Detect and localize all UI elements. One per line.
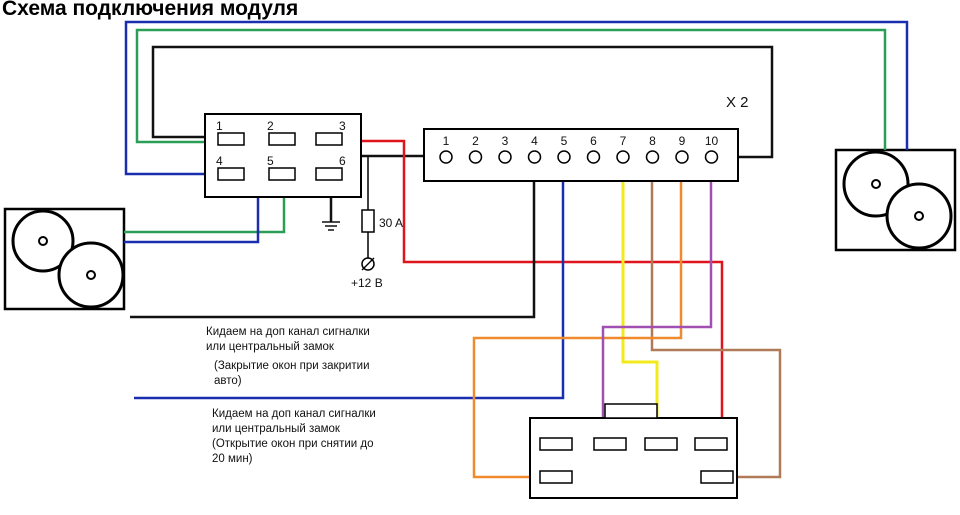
orange-wire	[472, 157, 683, 479]
black-top-loop-wire	[151, 45, 774, 159]
relay-pin-label: 1	[216, 119, 223, 133]
green-top-wire	[135, 28, 887, 150]
module-contact	[694, 437, 728, 451]
x2-pin-5	[557, 150, 571, 164]
relay-pin-label: 5	[267, 154, 274, 168]
fuse-symbol	[361, 209, 375, 233]
black-x2-pin4-wire	[130, 157, 536, 319]
x2-pin-label: 9	[679, 134, 686, 148]
red-wire	[342, 139, 724, 438]
module-contact	[539, 437, 573, 451]
note-close-line: авто)	[214, 375, 242, 387]
x2-pin-label: 6	[590, 134, 597, 148]
relay-block: 1 2 3 4 5 6	[204, 113, 362, 198]
relay-contact-1	[217, 132, 245, 146]
x2-connector: X 2 1 2 3 4 5 6 7 8 9 10	[423, 94, 749, 182]
x2-pin-3	[498, 150, 512, 164]
relay-contact-5	[268, 167, 296, 181]
x2-pin-1	[439, 150, 453, 164]
fuse-label: 30 A	[379, 216, 403, 230]
x2-pin-9	[675, 150, 689, 164]
left-window-motor	[3, 207, 126, 311]
note-close-windows: Кидаем на доп канал сигналки или централ…	[206, 326, 370, 387]
relay-pin-label: 6	[339, 154, 346, 168]
window-switch-module	[529, 403, 738, 499]
note-open-line: 20 мин)	[212, 453, 253, 465]
power-label: +12 B	[351, 276, 383, 290]
relay-contact-3	[315, 132, 343, 146]
note-open-line: (Открытие окон при снятии до	[212, 438, 374, 450]
note-open-windows: Кидаем на доп канал сигналки или централ…	[212, 408, 376, 465]
yellow-wire	[621, 157, 659, 438]
x2-pin-7	[616, 150, 630, 164]
module-contact	[700, 470, 734, 484]
x2-pin-10	[704, 150, 719, 164]
purple-wire	[601, 157, 713, 438]
brown-wire	[650, 157, 782, 479]
relay-contact-2	[268, 132, 296, 146]
x2-pin-8	[645, 150, 660, 164]
module-contact	[539, 470, 573, 484]
right-window-motor	[834, 148, 957, 252]
x2-pin-6	[586, 150, 601, 164]
module-contact	[644, 437, 678, 451]
relay-contact-6	[315, 167, 343, 181]
relay-pin-label: 2	[267, 119, 274, 133]
relay-contact-4	[217, 167, 245, 181]
x2-pin-2	[468, 150, 483, 164]
module-contact	[593, 437, 627, 451]
x2-pin-label: 7	[620, 134, 627, 148]
blue-x2-pin5-wire	[134, 157, 565, 400]
relay-pin-label: 4	[216, 154, 223, 168]
blue-top-wire	[124, 20, 909, 176]
relay-pin-label: 3	[339, 119, 346, 133]
x2-pin-label: 2	[472, 134, 479, 148]
x2-pin-label: 3	[502, 134, 509, 148]
x2-pin-label: 1	[443, 134, 450, 148]
diagram-title: Схема подключения модуля	[2, 0, 299, 20]
x2-pin-label: 5	[561, 134, 568, 148]
note-open-line: Кидаем на доп канал сигналки	[212, 408, 376, 420]
note-close-line: (Закрытие окон при закритии	[214, 360, 370, 372]
x2-pin-4	[527, 150, 542, 164]
x2-pin-label: 8	[649, 134, 656, 148]
x2-connector-label: X 2	[726, 94, 749, 111]
note-close-line: или центральный замок	[206, 341, 335, 353]
note-open-line: или центральный замок	[212, 423, 341, 435]
x2-pin-label: 10	[705, 134, 719, 148]
note-close-line: Кидаем на доп канал сигналки	[206, 326, 370, 338]
x2-pin-label: 4	[531, 134, 538, 148]
